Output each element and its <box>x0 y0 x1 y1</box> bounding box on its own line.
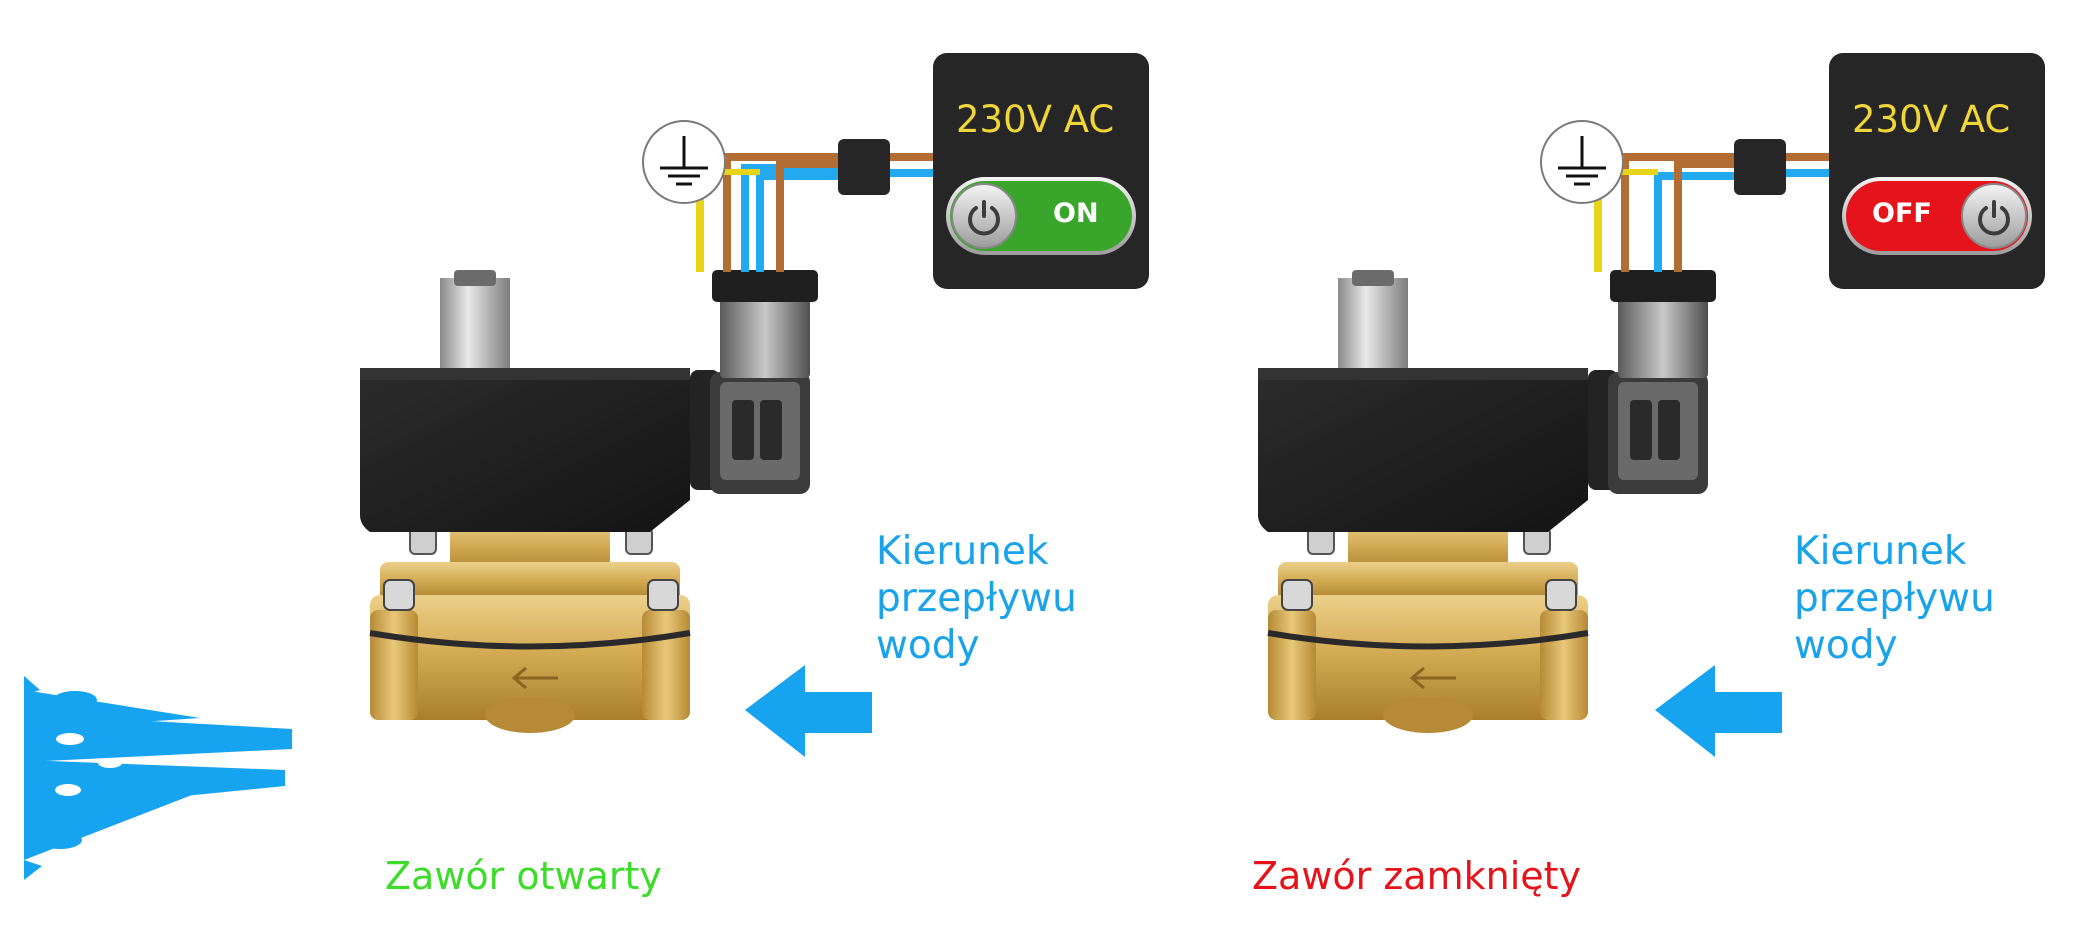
voltage-label-closed: 230V AC <box>1852 98 2011 141</box>
ground-symbol-icon <box>641 119 727 205</box>
flow-label-line2: przepływu <box>1794 576 1995 621</box>
arrow-left-icon <box>745 665 872 757</box>
wire-connector-open <box>838 139 890 195</box>
status-label-open: Zawór otwarty <box>385 854 662 898</box>
flow-label-line1: Kierunek <box>1794 529 1967 574</box>
valve-closed <box>1258 270 1716 733</box>
water-spray-icon <box>24 676 292 880</box>
switch-off-label: OFF <box>1872 198 1932 229</box>
flow-direction-label-closed: Kierunek przepływu wody <box>1794 528 1995 669</box>
power-box-open <box>933 53 1149 289</box>
ground-symbol-icon <box>1539 119 1625 205</box>
power-box-closed <box>1829 53 2045 289</box>
flow-label-line2: przepływu <box>876 576 1077 621</box>
voltage-label-open: 230V AC <box>956 98 1115 141</box>
flow-direction-label-open: Kierunek przepływu wody <box>876 528 1077 669</box>
status-label-closed: Zawór zamknięty <box>1252 854 1582 898</box>
arrow-left-icon <box>1655 665 1782 757</box>
wires-open <box>686 153 940 272</box>
valve-open <box>360 270 818 733</box>
switch-on-label: ON <box>1053 198 1099 229</box>
wire-connector-closed <box>1734 139 1786 195</box>
flow-label-line1: Kierunek <box>876 529 1049 574</box>
flow-label-line3: wody <box>876 623 980 668</box>
flow-label-line3: wody <box>1794 623 1898 668</box>
